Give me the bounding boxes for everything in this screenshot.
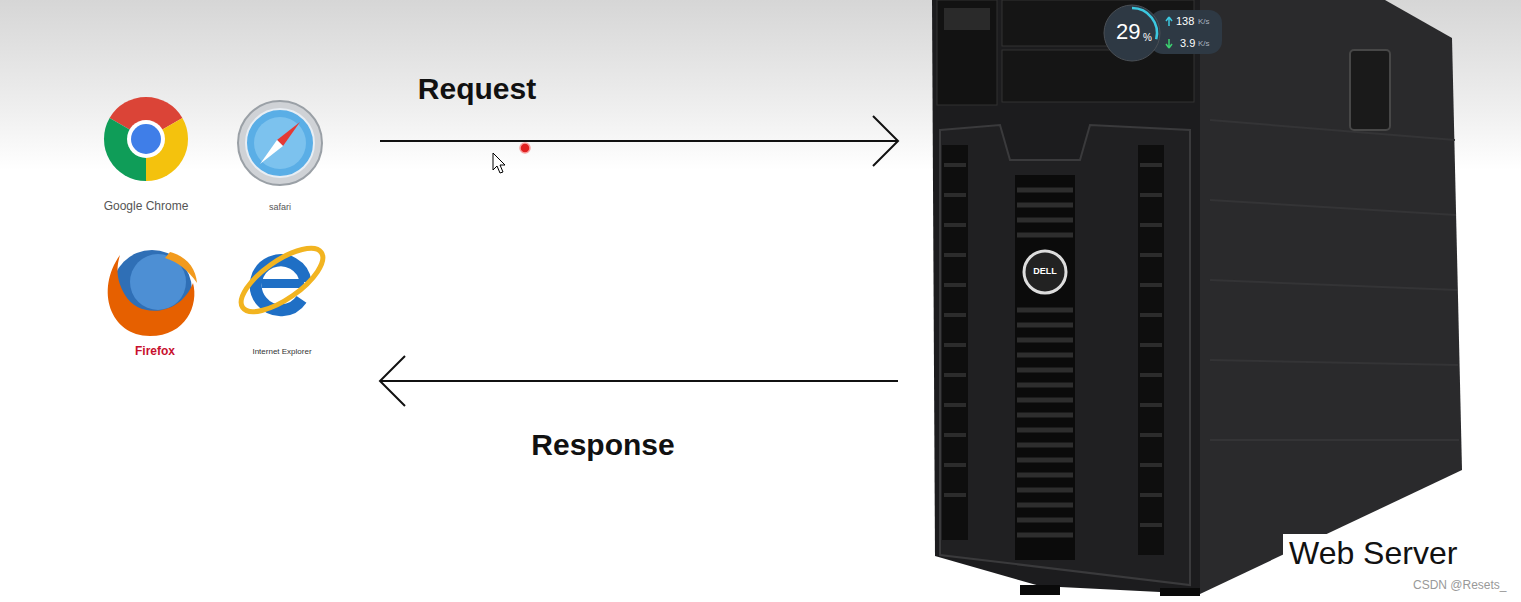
web-server: Web Server: [898, 0, 1465, 595]
browser-name: Internet Explorer: [252, 348, 311, 357]
browser-name: Firefox: [135, 345, 175, 358]
speed-unit: K/s: [1198, 18, 1210, 27]
speed-unit: K/s: [1198, 40, 1210, 49]
server-label: Web Server: [1283, 534, 1463, 573]
browser-group: Google Chrome safariFirefox Internet Explo…: [95, 92, 380, 392]
edge-label: Request: [418, 72, 536, 105]
pointer-dot: [520, 143, 530, 153]
safari-icon: [238, 101, 322, 185]
watermark: CSDN @Resets_: [1411, 579, 1509, 592]
percent-sign: %: [1143, 32, 1152, 43]
ie-icon: [232, 237, 332, 323]
edge-label: Response: [531, 428, 674, 461]
mouse-cursor: [493, 153, 505, 173]
chrome-icon: [104, 97, 188, 181]
browser-name: Google Chrome: [104, 200, 189, 213]
firefox-icon: [108, 250, 197, 336]
arrow-connector: [380, 140, 898, 142]
speed-widget: [1104, 5, 1222, 61]
arrow-connector: [380, 380, 898, 382]
brand-logo: DELL: [1033, 267, 1057, 277]
browser-name: safari: [269, 203, 291, 213]
server-tower: [932, 0, 1462, 596]
download-speed: 3.9: [1180, 37, 1195, 49]
upload-speed: 138: [1176, 15, 1194, 27]
cpu-percent: 29: [1116, 20, 1140, 44]
